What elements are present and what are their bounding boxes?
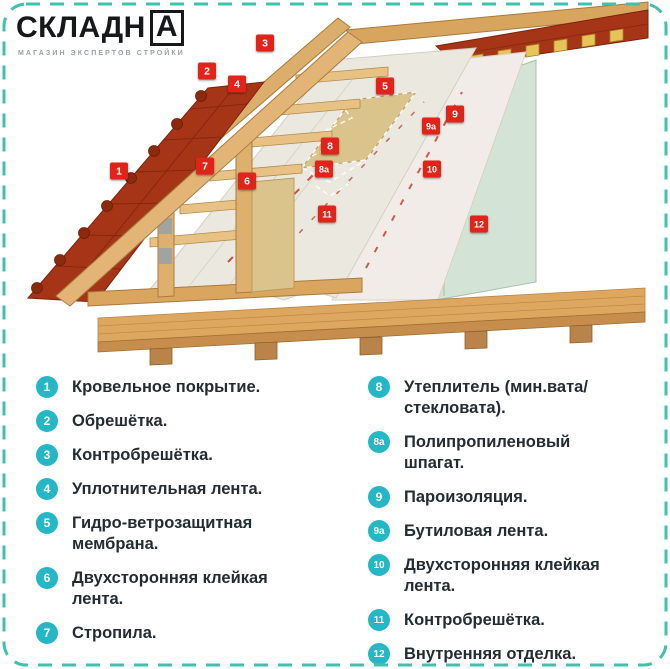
diagram-marker-3: 3 bbox=[256, 34, 274, 52]
legend-item: 3 Контробрешётка. bbox=[36, 444, 366, 466]
diagram-marker-4: 4 bbox=[228, 75, 246, 93]
legend-number-badge: 1 bbox=[36, 376, 58, 398]
diagram-marker-1: 1 bbox=[110, 162, 128, 180]
legend-item: 7 Стропила. bbox=[36, 622, 366, 644]
legend-column: 1 Кровельное покрытие. 2 Обрешётка. 3 Контроб… bbox=[36, 376, 366, 669]
logo-text: СКЛАДН bbox=[16, 10, 146, 44]
legend-label: Бутиловая лента. bbox=[404, 522, 549, 540]
legend-label: Стропила. bbox=[72, 624, 157, 642]
legend-item: 1 Кровельное покрытие. bbox=[36, 376, 366, 398]
legend-label: Кровельное покрытие. bbox=[72, 378, 261, 396]
legend-number-badge: 6 bbox=[36, 567, 58, 589]
legend-number-badge: 12 bbox=[368, 643, 390, 665]
legend-label: Пароизоляция. bbox=[404, 488, 528, 506]
legend-number-badge: 3 bbox=[36, 444, 58, 466]
legend-label: Двухсторонняя клейкая лента. bbox=[72, 569, 268, 608]
legend-label: Контробрешётка. bbox=[404, 611, 545, 629]
diagram-marker-2: 2 bbox=[198, 62, 216, 80]
diagram-marker-12: 12 bbox=[470, 215, 488, 233]
legend-label: Полипропиленовый шпагат. bbox=[404, 433, 571, 472]
legend-number-badge: 9a bbox=[368, 520, 390, 542]
diagram-marker-11: 11 bbox=[318, 205, 336, 223]
legend-column: 8 Утеплитель (мин.вата/стекловата). 8a Поли… bbox=[368, 376, 658, 669]
logo-tagline: МАГАЗИН ЭКСПЕРТОВ СТРОЙКИ bbox=[18, 49, 185, 57]
legend-label: Обрешётка. bbox=[72, 412, 168, 430]
legend-item: 5 Гидро-ветрозащитная мембрана. bbox=[36, 512, 366, 555]
legend-label: Утеплитель (мин.вата/стекловата). bbox=[404, 378, 588, 417]
legend-item: 4 Уплотнительная лента. bbox=[36, 478, 366, 500]
diagram-marker-9: 9 bbox=[446, 105, 464, 123]
logo-accent-letter: А bbox=[149, 10, 185, 46]
diagram-marker-9a: 9a bbox=[422, 117, 440, 135]
legend-number-badge: 10 bbox=[368, 554, 390, 576]
legend-label: Внутренняя отделка. bbox=[404, 645, 577, 663]
legend-number-badge: 11 bbox=[368, 609, 390, 631]
diagram-marker-8a: 8a bbox=[315, 160, 333, 178]
legend-item: 9a Бутиловая лента. bbox=[368, 520, 658, 542]
legend-number-badge: 8a bbox=[368, 431, 390, 453]
legend-label: Двухсторонняя клейкая лента. bbox=[404, 556, 600, 595]
legend-number-badge: 7 bbox=[36, 622, 58, 644]
legend-number-badge: 9 bbox=[368, 486, 390, 508]
legend-item: 10 Двухсторонняя клейкая лента. bbox=[368, 554, 658, 597]
legend-item: 12 Внутренняя отделка. bbox=[368, 643, 658, 665]
legend-item: 2 Обрешётка. bbox=[36, 410, 366, 432]
legend-item: 8a Полипропиленовый шпагат. bbox=[368, 431, 658, 474]
diagram-marker-6: 6 bbox=[238, 172, 256, 190]
legend-label: Гидро-ветрозащитная мембрана. bbox=[72, 514, 253, 553]
legend-label: Контробрешётка. bbox=[72, 446, 213, 464]
legend-number-badge: 2 bbox=[36, 410, 58, 432]
diagram-marker-5: 5 bbox=[376, 77, 394, 95]
diagram-marker-8: 8 bbox=[321, 137, 339, 155]
legend-item: 9 Пароизоляция. bbox=[368, 486, 658, 508]
legend-number-badge: 4 bbox=[36, 478, 58, 500]
diagram-marker-7: 7 bbox=[196, 157, 214, 175]
legend-number-badge: 8 bbox=[368, 376, 390, 398]
diagram-marker-10: 10 bbox=[423, 160, 441, 178]
legend-item: 6 Двухсторонняя клейкая лента. bbox=[36, 567, 366, 610]
legend-label: Уплотнительная лента. bbox=[72, 480, 263, 498]
legend-item: 8 Утеплитель (мин.вата/стекловата). bbox=[368, 376, 658, 419]
legend-item: 11 Контробрешётка. bbox=[368, 609, 658, 631]
legend-number-badge: 5 bbox=[36, 512, 58, 534]
